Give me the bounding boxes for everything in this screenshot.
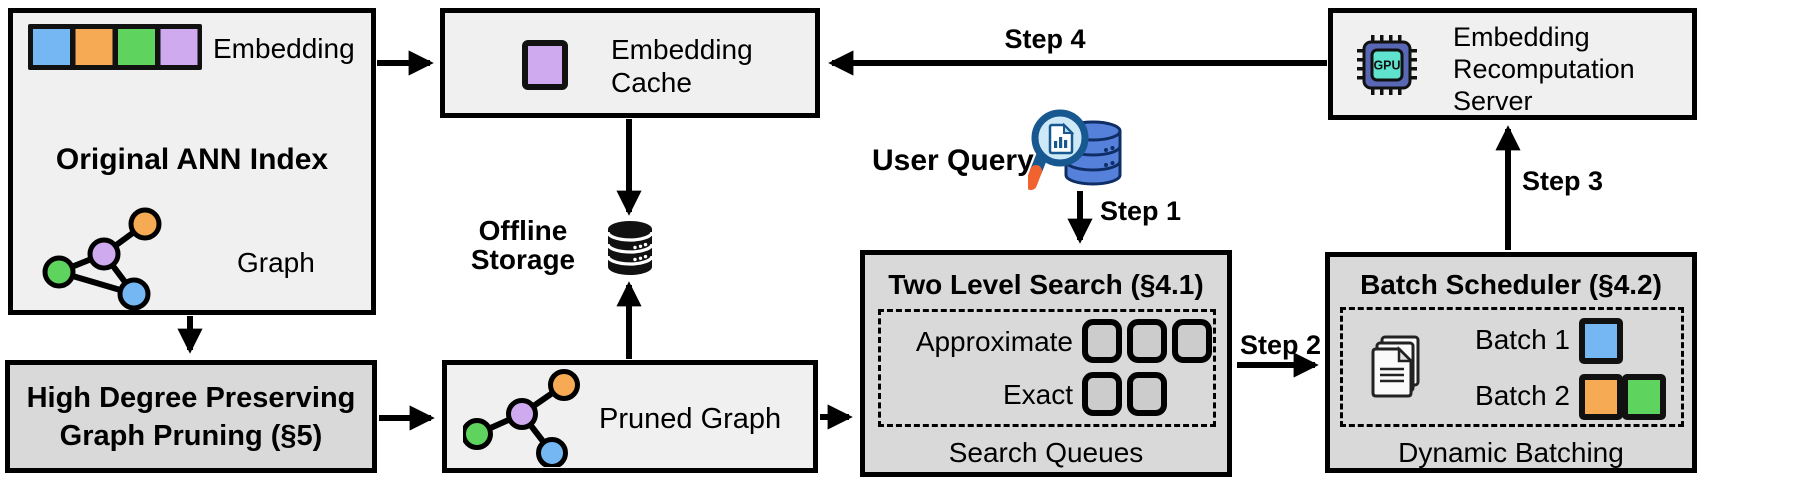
document-glyph xyxy=(1048,122,1075,155)
search-queues-dashed-region xyxy=(878,309,1216,427)
embedding-cache-box: Embedding Cache xyxy=(440,8,820,118)
dynamic-batching-caption: Dynamic Batching xyxy=(1398,437,1624,468)
approximate-queue-slots xyxy=(1082,319,1212,363)
high-degree-pruning-label: High Degree Preserving Graph Pruning (§5… xyxy=(26,382,356,452)
graph-label: Graph xyxy=(237,247,315,278)
queue-slot xyxy=(1172,319,1212,363)
embedding-cell-green xyxy=(118,29,155,65)
embedding-cell-orange xyxy=(75,29,113,65)
step1-label: Step 1 xyxy=(1100,196,1182,226)
cached-embedding-icon xyxy=(522,40,568,90)
queue-slot xyxy=(1082,319,1122,363)
two-level-search-title: Two Level Search (§4.1) xyxy=(888,269,1204,300)
step2-label: Step 2 xyxy=(1240,330,1322,360)
original-ann-index-title: Original ANN Index xyxy=(55,143,329,176)
offline-storage-label: Offline Storage xyxy=(470,215,576,275)
high-degree-pruning-box: High Degree Preserving Graph Pruning (§5… xyxy=(5,360,377,473)
queue-slot xyxy=(1127,372,1167,416)
magnifier-icon xyxy=(1028,109,1089,190)
batch-scheduler-box: Batch Scheduler (§4.2) Batch 1 Batch 2 D… xyxy=(1325,252,1697,473)
gpu-icon-text: GPU xyxy=(1373,59,1400,73)
recomputation-server-box: GPU Embedding Recomputation Server xyxy=(1328,8,1697,120)
two-level-search-box: Two Level Search (§4.1) Approximate Exac… xyxy=(860,250,1232,477)
pruned-graph-box: Pruned Graph xyxy=(442,360,818,473)
gpu-chip-icon: GPU xyxy=(1357,35,1417,95)
dynamic-batching-dashed-region xyxy=(1340,307,1684,427)
embedding-vector-icon xyxy=(28,24,202,70)
user-query-icon xyxy=(1028,109,1122,190)
queue-slot xyxy=(1127,319,1167,363)
embedding-cell-blue xyxy=(33,29,70,65)
queue-slot xyxy=(1082,372,1122,416)
embedding-cell-purple xyxy=(160,29,198,65)
batch-scheduler-title: Batch Scheduler (§4.2) xyxy=(1360,269,1662,300)
batch2-label: Batch 2 xyxy=(1475,380,1570,411)
search-queues-caption: Search Queues xyxy=(948,437,1144,468)
batch2-items-icon xyxy=(1579,374,1666,420)
graph-icon xyxy=(42,207,162,311)
pruned-graph-label: Pruned Graph xyxy=(599,403,782,435)
query-documents-icon xyxy=(1371,335,1420,398)
step4-label: Step 4 xyxy=(1004,24,1086,54)
embedding-cache-label: Embedding Cache xyxy=(611,34,753,98)
original-ann-index-box: Embedding Original ANN Index Graph xyxy=(8,8,376,315)
batch1-label: Batch 1 xyxy=(1475,324,1570,355)
batch1-items-icon xyxy=(1579,318,1623,364)
pruned-graph-icon xyxy=(463,369,580,467)
exact-queue-slots xyxy=(1082,372,1167,416)
exact-queue-label: Exact xyxy=(1002,379,1073,410)
embedding-label: Embedding xyxy=(213,33,355,64)
step3-label: Step 3 xyxy=(1522,166,1604,196)
offline-storage-database-icon xyxy=(606,221,654,275)
approximate-queue-label: Approximate xyxy=(915,326,1073,357)
user-query-label: User Query xyxy=(872,144,1034,177)
recomputation-server-label: Embedding Recomputation Server xyxy=(1453,22,1635,116)
